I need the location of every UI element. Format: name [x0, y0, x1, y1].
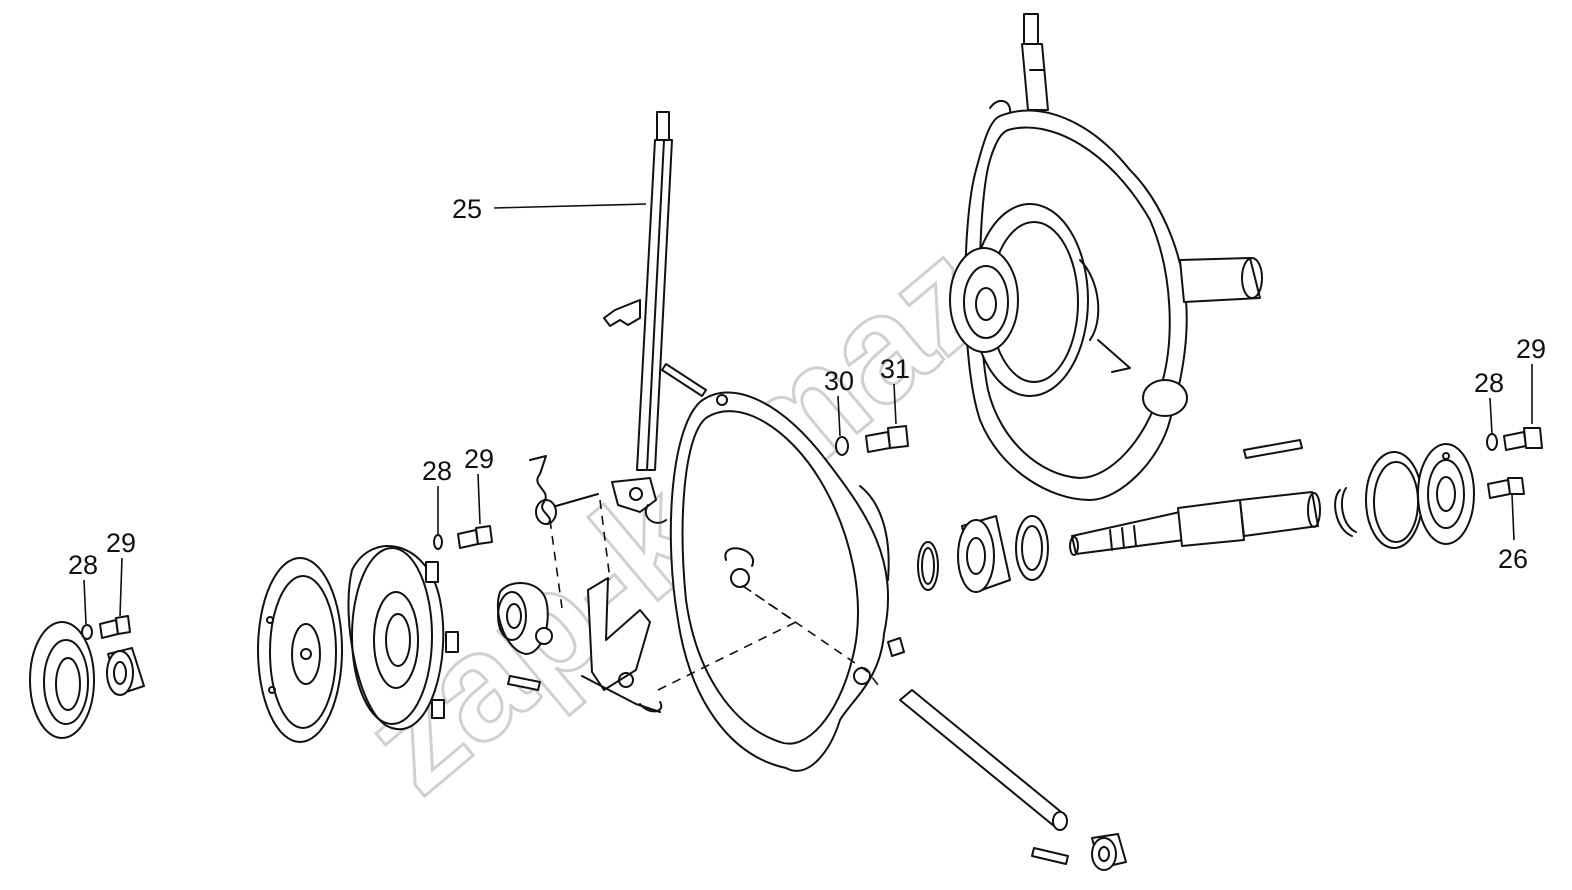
callout-28-right: 28 [1474, 368, 1504, 398]
washer-30 [835, 436, 849, 456]
leader-26 [1511, 493, 1515, 541]
pressure-plate [347, 545, 459, 731]
callout-29-middle: 29 [464, 444, 494, 474]
clutch-housing-cover [669, 391, 905, 772]
callout-29-left: 29 [106, 528, 136, 558]
bearing-cap [1417, 443, 1475, 545]
spacer-ring [1015, 515, 1049, 581]
bolt-31 [865, 425, 909, 453]
bolt-29-left [99, 615, 131, 639]
dowel-pin-lower [1031, 847, 1069, 865]
shaft-end-bushing [1091, 833, 1127, 871]
washer-28-right [1486, 433, 1498, 451]
washer-28-left [81, 624, 93, 640]
fork-shaft [899, 689, 1068, 831]
callout-26: 26 [1498, 544, 1528, 574]
leader-28-right [1489, 397, 1493, 435]
return-spring [529, 455, 599, 525]
callout-28-middle: 28 [422, 456, 452, 486]
input-shaft [1069, 491, 1321, 556]
leader-30 [837, 395, 841, 437]
leader-25 [493, 203, 647, 209]
dowel-pin-upper [661, 363, 707, 397]
leader-31 [893, 383, 897, 425]
callout-28-left: 28 [68, 550, 98, 580]
gearbox-assembly [949, 13, 1263, 501]
leader-28-left [83, 579, 87, 625]
release-bearing [496, 581, 553, 655]
callout-25: 25 [452, 194, 482, 224]
release-fork [581, 577, 663, 713]
snap-ring-right [1334, 487, 1357, 537]
assembly-line-fork [549, 499, 883, 691]
snap-ring-left [917, 541, 939, 591]
callout-29-right: 29 [1516, 334, 1546, 364]
bolt-29-right [1503, 427, 1543, 451]
callout-30: 30 [824, 366, 854, 396]
bolt-26 [1487, 477, 1525, 499]
leader-29-middle [477, 473, 481, 525]
dowel-pin-right [1243, 439, 1303, 459]
clutch-disc [257, 557, 343, 743]
gasket-cover [1365, 451, 1423, 549]
leader-29-left [119, 557, 123, 617]
shift-shaft [603, 111, 673, 524]
left-oil-seal [29, 621, 95, 739]
callout-31: 31 [880, 354, 910, 384]
bolt-29-middle [457, 525, 493, 549]
fork-pin [507, 675, 541, 691]
left-bearing [106, 647, 145, 696]
washer-28-middle [433, 534, 443, 550]
ball-bearing-right [957, 515, 1011, 593]
